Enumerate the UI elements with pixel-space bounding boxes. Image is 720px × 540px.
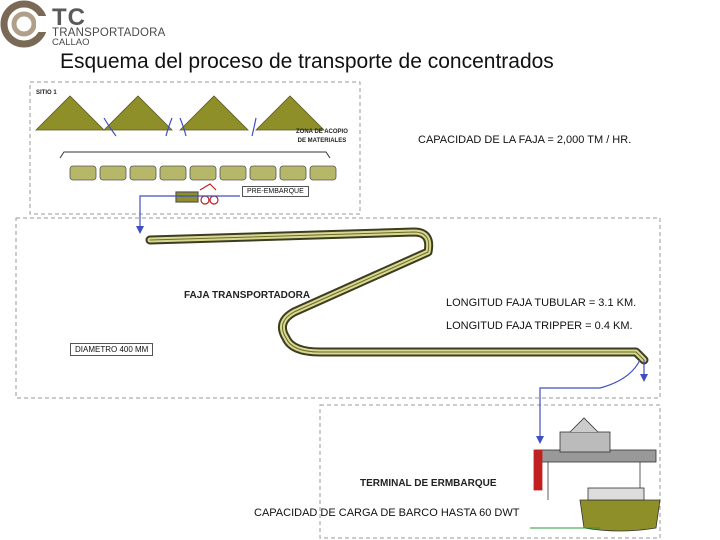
diametro-label: DIAMETRO 400 MM (70, 343, 154, 356)
pre-embarque-label: PRE-EMBARQUE (242, 186, 309, 197)
belt-zone-outline (15, 217, 661, 399)
terminal-zone-outline (319, 404, 661, 539)
stockpiles (35, 95, 325, 131)
stockpile (103, 95, 173, 131)
zona-acopio-line2: DE MATERIALES (297, 138, 347, 144)
terminal-structure (533, 417, 657, 500)
longitud-tubular-text: LONGITUD FAJA TUBULAR = 3.1 KM. (446, 297, 637, 309)
loader-machine (175, 183, 219, 205)
terminal-label: TERMINAL DE ERMBARQUE (360, 478, 497, 489)
stockpile (255, 95, 325, 131)
pile-arrows (103, 117, 257, 137)
faja-transportadora-label: FAJA TRANSPORTADORA (184, 290, 311, 301)
longitud-tripper-text: LONGITUD FAJA TRIPPER = 0.4 KM. (446, 320, 633, 332)
storage-cells (69, 165, 337, 181)
logo: TC TRANSPORTADORA CALLAO (0, 0, 165, 48)
logo-mark: TC (52, 4, 86, 31)
conveyor-belt (145, 227, 649, 365)
flow-arrow (539, 359, 641, 440)
flow-arrow (139, 195, 240, 230)
logo-line1: TRANSPORTADORA (52, 27, 166, 39)
capacidad-faja-text: CAPACIDAD DE LA FAJA = 2,000 TM / HR. (418, 134, 632, 146)
ship-hull (579, 487, 661, 532)
site-zone-outline (29, 81, 361, 215)
zone-bracket (59, 151, 331, 159)
zona-acopio-label: ZONA DE ACOPIO DE MATERIALES (296, 128, 348, 146)
logo-line2: CALLAO (52, 37, 90, 48)
stockpile (179, 95, 249, 131)
logo-icon (0, 0, 52, 48)
capacidad-barco-text: CAPACIDAD DE CARGA DE BARCO HASTA 60 DWT (254, 507, 520, 519)
stockpile (35, 95, 105, 131)
site-label: SITIO 1 (36, 90, 57, 96)
page-title: Esquema del proceso de transporte de con… (60, 50, 554, 73)
zona-acopio-line1: ZONA DE ACOPIO (296, 129, 348, 135)
